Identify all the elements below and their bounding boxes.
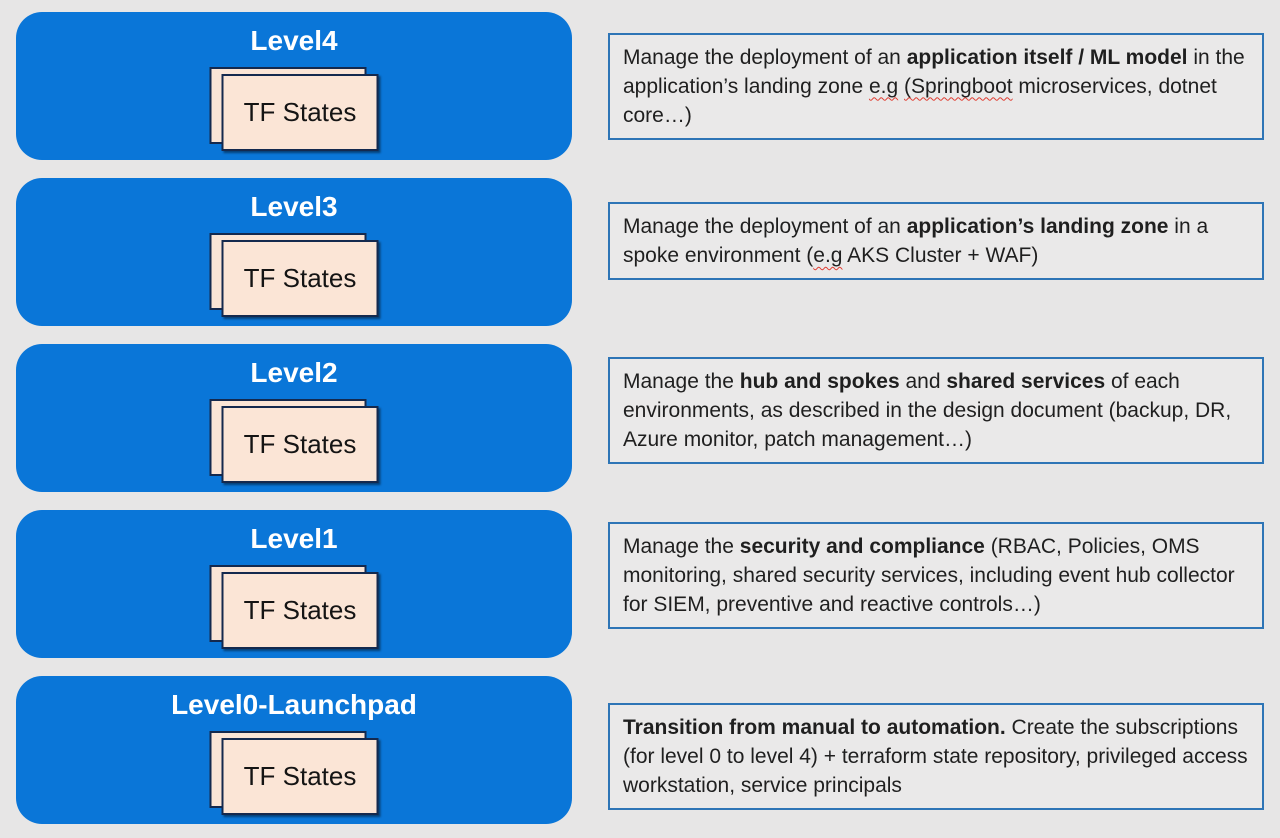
level2-description: Manage the hub and spokes and shared ser… xyxy=(608,356,1264,464)
level2-tf-states-stack: TF States xyxy=(209,399,379,483)
level4-tf-states-stack: TF States xyxy=(209,67,379,151)
level3-row: Level3 TF States Manage the deployment o… xyxy=(16,178,1264,326)
tf-states-card-front: TF States xyxy=(221,572,379,649)
tf-states-card-front: TF States xyxy=(221,240,379,317)
level1-description: Manage the security and compliance (RBAC… xyxy=(608,521,1264,629)
tf-states-label: TF States xyxy=(243,429,357,459)
level0-description: Transition from manual to automation. Cr… xyxy=(608,702,1264,810)
tf-states-label: TF States xyxy=(243,97,357,127)
level4-description: Manage the deployment of an application … xyxy=(608,32,1264,140)
tf-states-label: TF States xyxy=(243,263,357,293)
level1-title: Level1 xyxy=(250,523,338,554)
level1-box: Level1 TF States xyxy=(16,510,572,658)
level3-box: Level3 TF States xyxy=(16,178,572,326)
level2-box: Level2 TF States xyxy=(16,344,572,492)
tf-states-label: TF States xyxy=(243,761,357,791)
level2-row: Level2 TF States Manage the hub and spok… xyxy=(16,344,1264,492)
tf-states-label: TF States xyxy=(243,595,357,625)
level0-box: Level0-Launchpad TF States xyxy=(16,676,572,824)
tf-states-card-front: TF States xyxy=(221,74,379,151)
tf-states-card-front: TF States xyxy=(221,738,379,815)
level0-title: Level0-Launchpad xyxy=(171,689,417,720)
level0-row: Level0-Launchpad TF States Transition fr… xyxy=(16,676,1264,824)
level3-title: Level3 xyxy=(250,191,338,222)
level4-row: Level4 TF States Manage the deployment o… xyxy=(16,12,1264,160)
level4-box: Level4 TF States xyxy=(16,12,572,160)
level0-tf-states-stack: TF States xyxy=(209,731,379,815)
level3-description: Manage the deployment of an application’… xyxy=(608,202,1264,280)
level1-row: Level1 TF States Manage the security and… xyxy=(16,510,1264,658)
level2-title: Level2 xyxy=(250,357,338,388)
tf-states-card-front: TF States xyxy=(221,406,379,483)
level3-tf-states-stack: TF States xyxy=(209,233,379,317)
level1-tf-states-stack: TF States xyxy=(209,565,379,649)
level4-title: Level4 xyxy=(250,25,338,56)
